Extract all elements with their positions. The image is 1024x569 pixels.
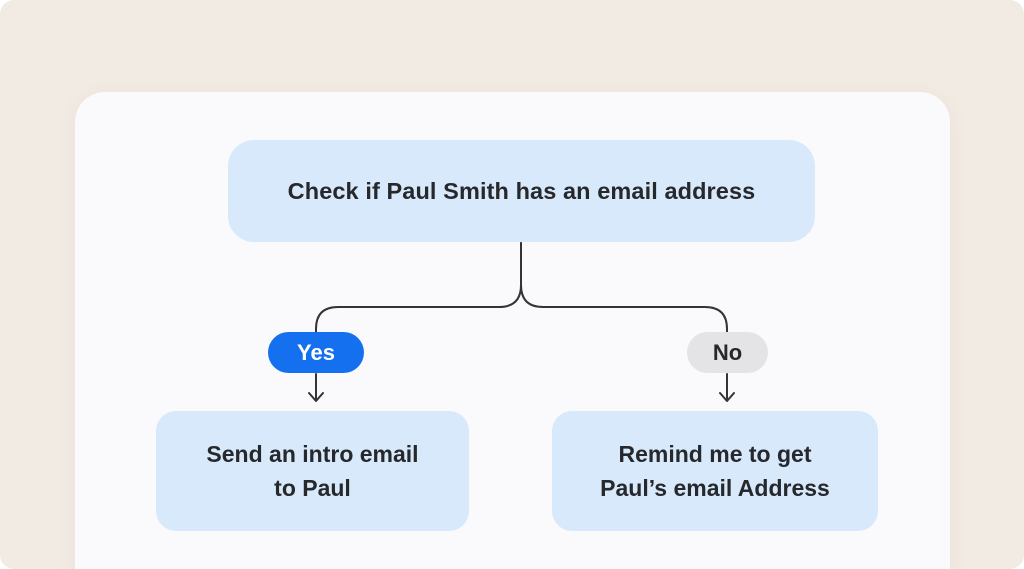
branch-no-label: No: [712, 339, 743, 365]
no-action-node[interactable]: Remind me to get Paul’s email Address: [552, 411, 878, 531]
branch-yes-pill[interactable]: Yes: [268, 332, 364, 373]
yes-action-node[interactable]: Send an intro email to Paul: [156, 411, 469, 531]
branch-yes-label: Yes: [297, 339, 335, 365]
no-action-line: Remind me to get: [618, 440, 812, 467]
condition-label: Check if Paul Smith has an email address: [287, 177, 756, 204]
yes-action-line: to Paul: [274, 475, 351, 501]
yes-action-line: Send an intro email: [206, 440, 419, 467]
no-action-line: Paul’s email Address: [600, 475, 830, 501]
condition-node[interactable]: Check if Paul Smith has an email address: [228, 140, 815, 242]
branch-no-pill[interactable]: No: [687, 332, 768, 373]
